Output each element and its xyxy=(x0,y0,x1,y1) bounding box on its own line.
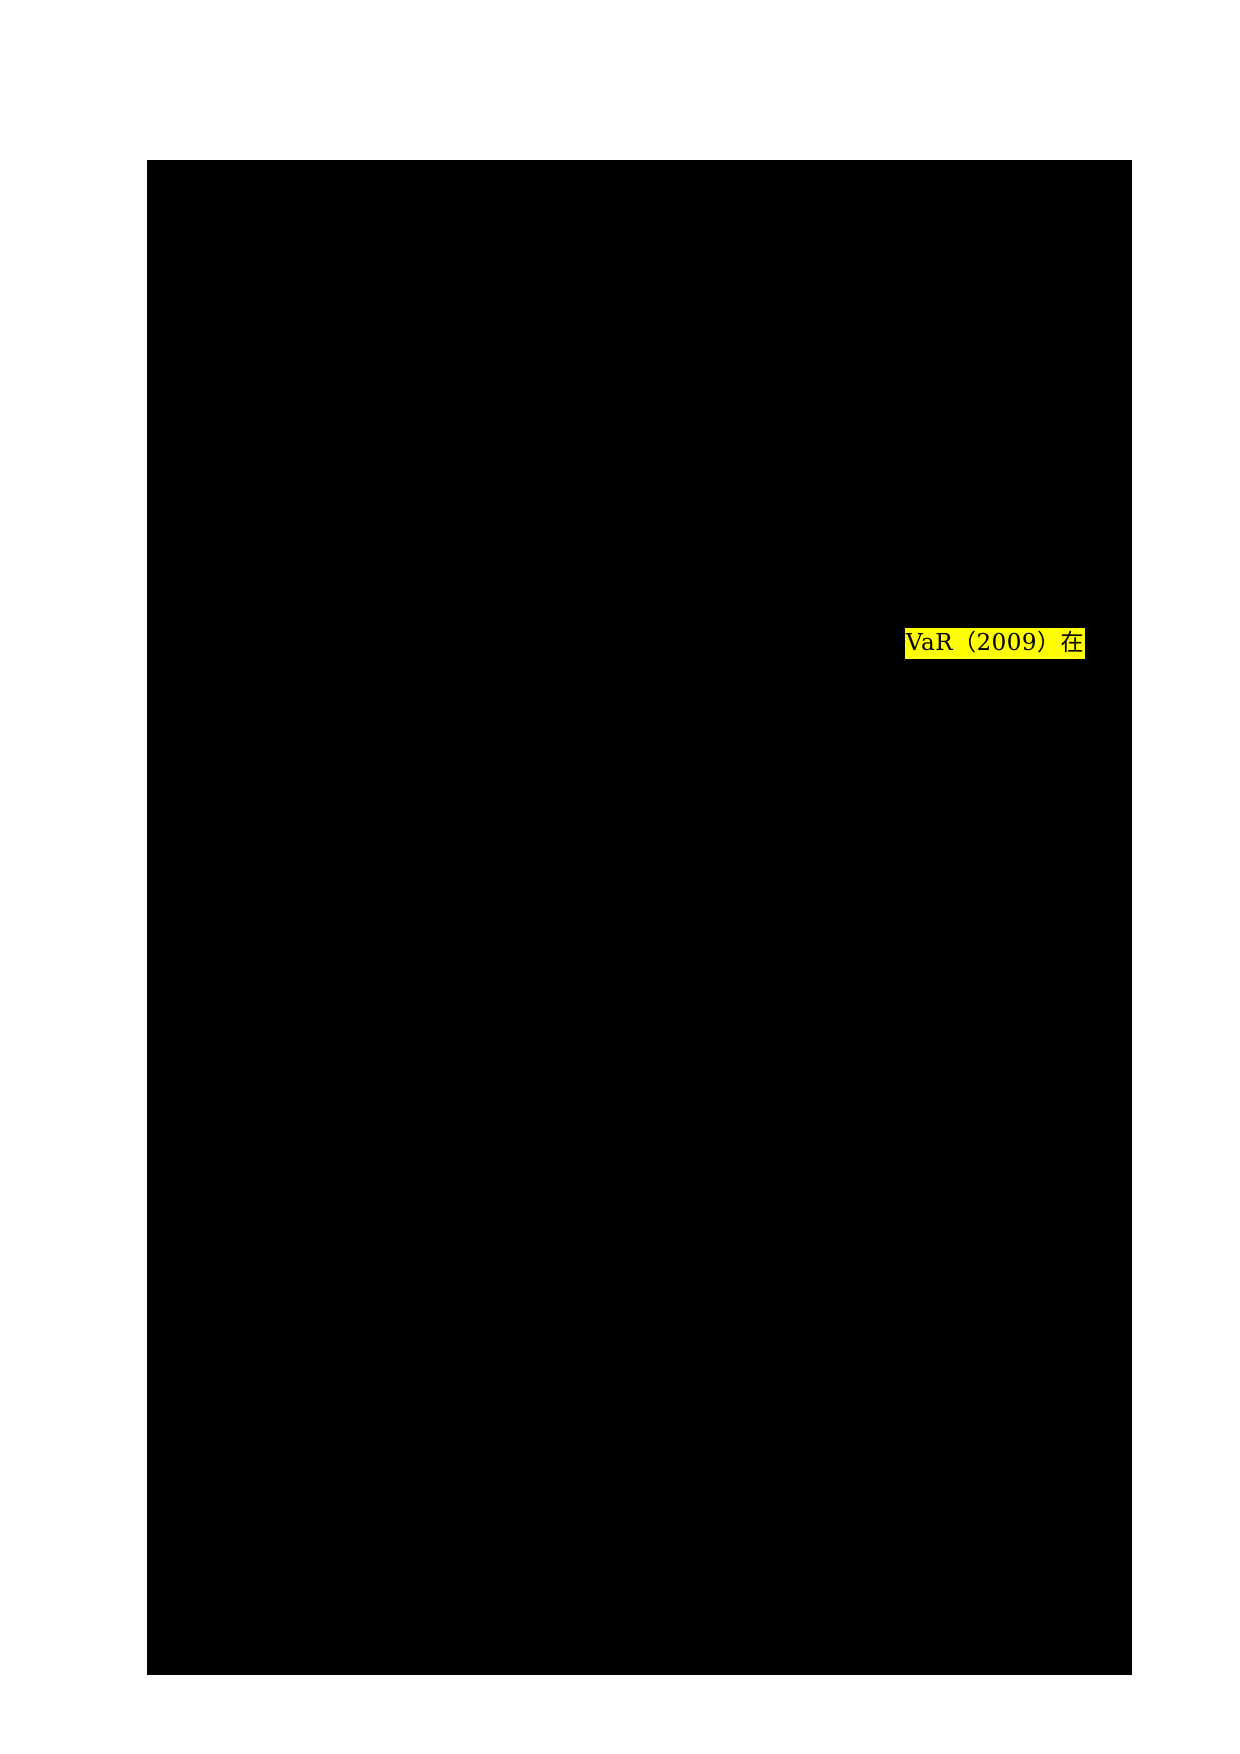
visible-text-region: VaR（2009）在 xyxy=(905,627,1086,660)
highlighted-text-fragment: VaR（2009）在 xyxy=(905,628,1086,659)
redacted-body-block xyxy=(147,160,1132,1675)
